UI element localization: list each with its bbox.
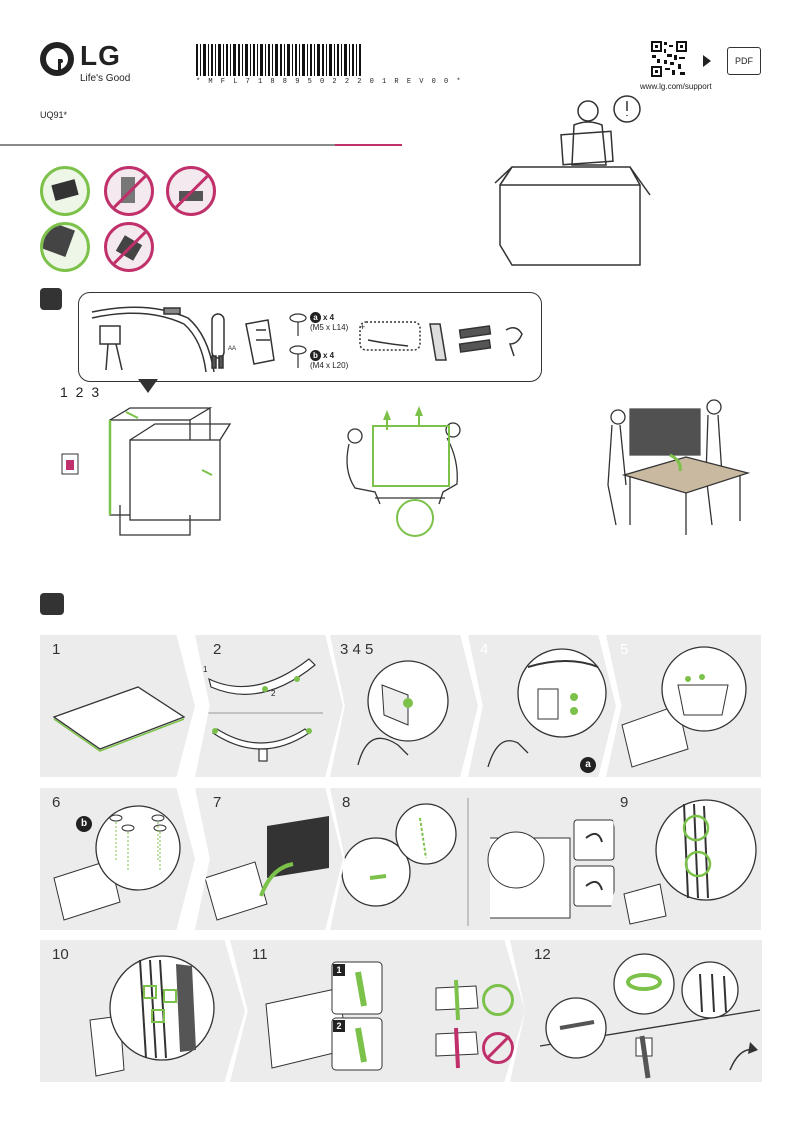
step-number: 3 4 5 [340, 641, 374, 658]
cable-cover-close-illustration [265, 961, 479, 1071]
barcode-number: * M F L 7 1 8 8 9 5 0 2 2 2 0 1 R E V 0 … [196, 78, 463, 86]
step-8-panel: 8 [330, 788, 630, 930]
battery-label: AA [228, 346, 237, 352]
stand-assembly-illustration [205, 658, 323, 762]
lg-logo: LG Life's Good [40, 40, 150, 90]
step-number: 4 [480, 641, 489, 658]
stand-neck-illustration [357, 660, 449, 766]
prohibited-handling-icon [104, 166, 154, 216]
screw-b-illustration [53, 805, 181, 921]
step-number: 8 [342, 794, 351, 811]
correct-touch-icon [40, 222, 90, 272]
stand-attach-illustration [621, 646, 747, 768]
substep-2: 2 [333, 1020, 345, 1032]
screw-a-illustration [487, 648, 607, 768]
unboxing-illustration [61, 406, 232, 536]
step-number: 1 [52, 641, 61, 658]
prohibited-touch-icon [104, 222, 154, 272]
tv-on-table-illustration [607, 399, 750, 535]
arrow-right-icon [703, 55, 711, 67]
step-number: 5 [620, 641, 629, 658]
screw-a-spec: (M5 x L14) [310, 323, 349, 332]
step-number: 2 [213, 641, 222, 658]
step-7-panel: 7 [195, 788, 343, 930]
accessories-pointer [138, 379, 158, 393]
screw-a-badge: a [310, 312, 321, 323]
prohibited-handling-icon [166, 166, 216, 216]
lift-tv-illustration [204, 816, 329, 921]
cable-routing-illustration [540, 953, 760, 1079]
screw-a-qty: x 4 [323, 313, 335, 322]
step-5-panel: 5 [606, 635, 761, 777]
arrow-label-2: 2 [271, 689, 276, 698]
screw-b-badge: b [310, 350, 321, 361]
step-12-panel: 12 [510, 940, 762, 1082]
cable-holder-illustration [341, 798, 615, 926]
brand-name: LG [80, 40, 121, 71]
step-number: 12 [534, 946, 551, 963]
prohibited-icon [482, 1032, 514, 1064]
optional-mark: + [360, 322, 366, 332]
person-with-box-illustration [494, 95, 651, 266]
correct-check-icon [482, 984, 514, 1016]
screw-b-spec: (M4 x L20) [310, 361, 349, 370]
step-number: 10 [52, 946, 69, 963]
barcode [196, 44, 361, 76]
cable-clip-illustration [623, 799, 757, 925]
brand-tagline: Life's Good [80, 73, 131, 84]
unboxing-steps-label: 1 2 3 [60, 384, 102, 400]
step-2-panel: 2 1 2 [195, 635, 343, 777]
model-number: UQ91* [40, 110, 68, 120]
screwdriver-icon [40, 593, 64, 615]
qr-code [650, 40, 688, 78]
step-3-panel: 3 4 5 [330, 635, 478, 777]
step-number: 9 [620, 794, 629, 811]
step-11-panel: 11 1 2 [230, 940, 525, 1082]
lg-logo-icon [40, 42, 74, 76]
step-1-panel: 1 [40, 635, 195, 777]
soft-cloth-illustration [52, 686, 186, 752]
support-url: www.lg.com/support [640, 82, 712, 91]
step-6-panel: 6 b [40, 788, 195, 930]
box-icon [40, 288, 62, 310]
step-number: 11 [252, 946, 268, 963]
accessories-panel [78, 292, 542, 382]
divider-line [0, 144, 335, 146]
step-number: 6 [52, 794, 61, 811]
substep-1: 1 [333, 964, 345, 976]
step-number: 7 [213, 794, 222, 811]
step-4-panel: 4 a [468, 635, 616, 777]
two-people-lifting-tv [346, 406, 461, 537]
divider-accent [335, 144, 402, 146]
screw-b-qty: x 4 [323, 351, 335, 360]
arrow-label-1: 1 [203, 665, 208, 674]
correct-handling-icon [40, 166, 90, 216]
cable-cover-illustration [89, 955, 215, 1077]
screw-b-badge: b [76, 816, 92, 832]
pdf-icon: PDF [727, 47, 761, 75]
step-10-panel: 10 [40, 940, 245, 1082]
screw-a-badge: a [580, 757, 596, 773]
accessories-parts [91, 306, 523, 373]
step-9-panel: 9 [606, 788, 761, 930]
